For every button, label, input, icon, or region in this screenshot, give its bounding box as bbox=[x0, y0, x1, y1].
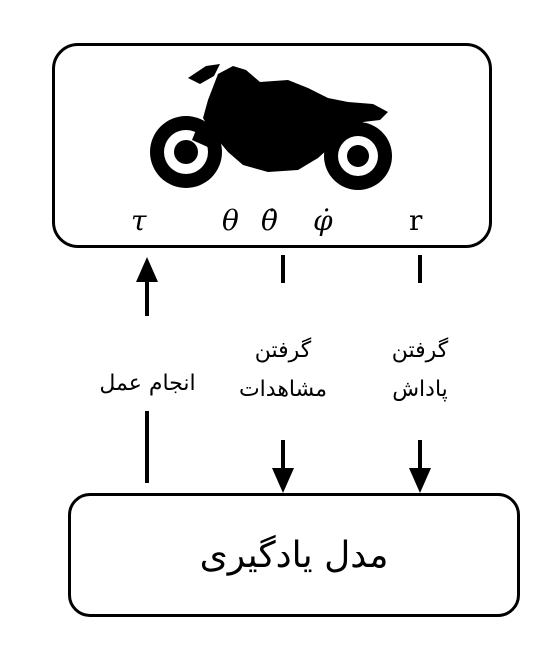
observation-label-line1: گرفتن bbox=[254, 338, 312, 363]
reward-symbol: r bbox=[409, 204, 423, 237]
motorcycle-icon bbox=[150, 64, 392, 190]
action-label: انجام عمل bbox=[75, 365, 220, 404]
theta-dot-symbol: θ̇ bbox=[261, 204, 278, 237]
phi-dot-symbol: φ̇ bbox=[313, 204, 333, 237]
learning-model-box: مدل یادگیری bbox=[68, 493, 520, 617]
action-arrowhead bbox=[136, 257, 158, 282]
action-symbol: τ bbox=[131, 204, 147, 237]
theta-symbol: θ bbox=[222, 204, 239, 237]
learning-model-label: مدل یادگیری bbox=[199, 534, 389, 576]
reward-label-line2: پاداش bbox=[392, 376, 448, 402]
observation-label: گرفتن مشاهدات bbox=[218, 332, 348, 409]
observation-label-line2: مشاهدات bbox=[238, 376, 328, 402]
reward-label: گرفتن پاداش bbox=[380, 332, 460, 409]
observation-arrowhead bbox=[272, 468, 294, 493]
environment-box bbox=[52, 43, 492, 248]
action-label-text: انجام عمل bbox=[99, 371, 196, 396]
reward-arrowhead bbox=[409, 468, 431, 493]
reward-label-line1: گرفتن bbox=[391, 338, 449, 363]
